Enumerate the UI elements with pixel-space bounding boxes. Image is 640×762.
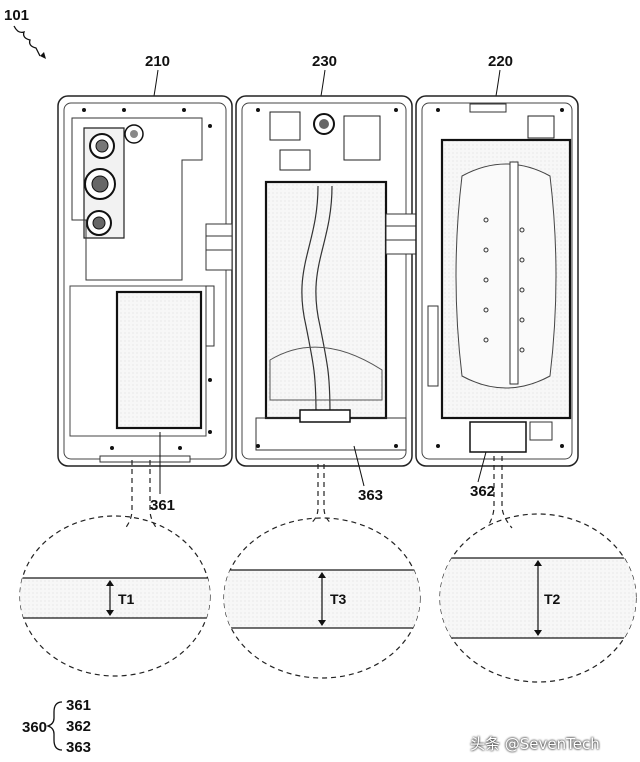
leader-220 [495,69,501,97]
thickness-label-t3: T3 [330,591,347,607]
panel-220 [415,95,579,467]
thickness-label-t1: T1 [118,591,135,607]
panel-label-230: 230 [312,53,337,70]
thickness-label-t2: T2 [544,591,561,607]
group-member-362: 362 [66,718,91,735]
cross-section-t1 [20,577,210,619]
leader-362 [477,451,487,483]
flex-label-361: 361 [150,497,175,514]
leader-210 [153,69,159,97]
panel-210 [57,95,233,467]
watermark: 头条 @SevenTech [470,735,600,753]
cross-section-t3 [224,569,420,629]
panel-label-210: 210 [145,53,170,70]
panel-label-220: 220 [488,53,513,70]
ref-arrowhead [40,52,46,59]
flex-363-block [264,180,388,420]
panel-230 [235,95,427,467]
flex-label-362: 362 [470,483,495,500]
leader-363 [353,445,365,487]
ref-leader-line [13,25,41,57]
group-label-360: 360 [22,719,47,736]
leader-230 [320,69,326,97]
group-member-361: 361 [66,697,91,714]
flex-label-363: 363 [358,487,383,504]
flex-361-block [115,290,203,430]
group-brace [45,701,63,751]
group-member-363: 363 [66,739,91,756]
figure-ref-label: 101 [4,7,29,24]
cross-section-t2 [440,557,636,639]
